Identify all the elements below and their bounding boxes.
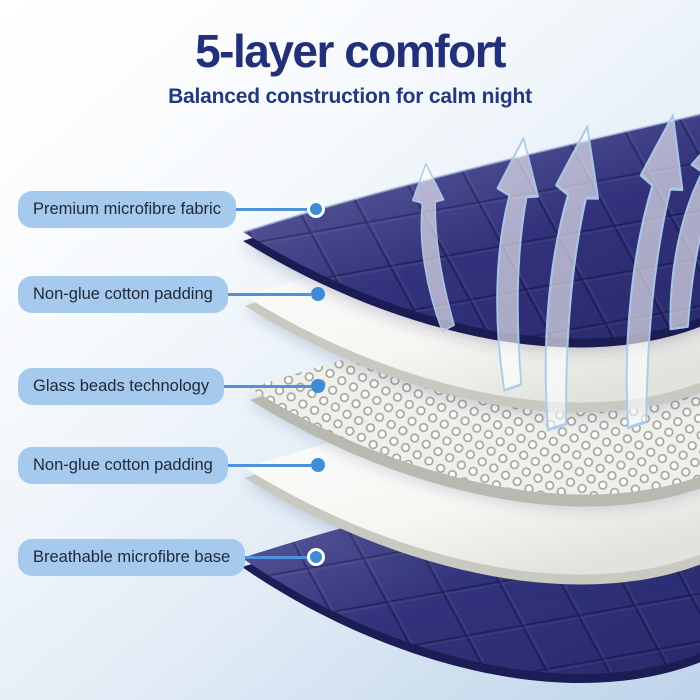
callout-connector <box>224 385 311 388</box>
header: 5-layer comfort Balanced construction fo… <box>0 24 700 109</box>
callout-dot-icon <box>307 200 325 219</box>
callout-dot-icon <box>307 548 325 567</box>
callout-connector <box>227 293 311 296</box>
layer-callout-4: Non-glue cotton padding <box>18 447 325 484</box>
callout-dot-icon <box>311 379 325 394</box>
layer-label: Non-glue cotton padding <box>18 447 228 484</box>
layer-label: Glass beads technology <box>18 368 225 405</box>
layer-label: Non-glue cotton padding <box>18 276 228 313</box>
layer-callout-1: Premium microfibre fabric <box>18 191 325 228</box>
callout-connector <box>227 464 311 467</box>
callout-dot-icon <box>311 458 325 473</box>
callout-connector <box>245 556 307 559</box>
layer-callout-5: Breathable microfibre base <box>18 539 325 576</box>
layer-label: Breathable microfibre base <box>18 539 246 576</box>
callout-dot-icon <box>311 287 325 302</box>
layer-label: Premium microfibre fabric <box>18 191 236 228</box>
layer-callout-2: Non-glue cotton padding <box>18 276 325 313</box>
callout-connector <box>235 208 307 211</box>
layer-callout-3: Glass beads technology <box>18 368 325 405</box>
page-subtitle: Balanced construction for calm night <box>168 85 532 108</box>
page-title: 5-layer comfort <box>195 25 506 77</box>
